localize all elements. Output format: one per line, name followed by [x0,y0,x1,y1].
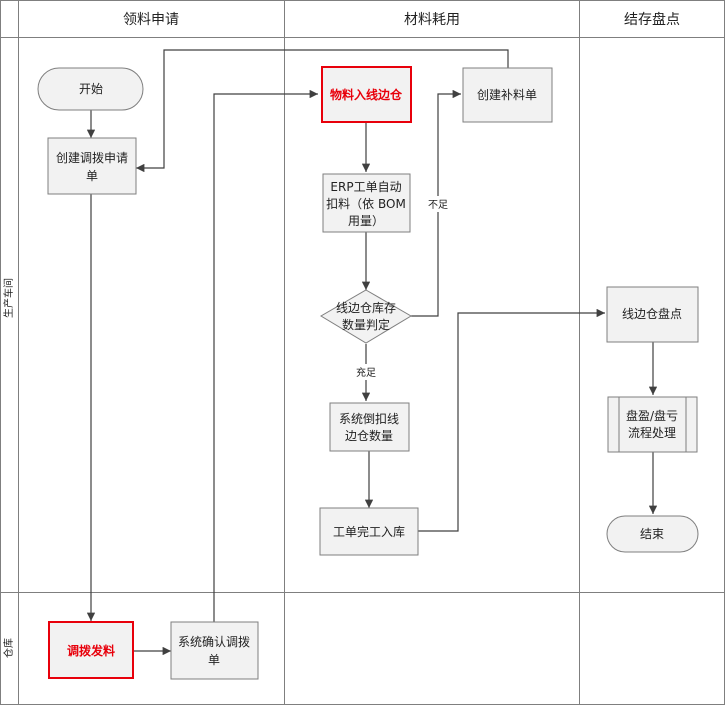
node-label-create-replenish: 创建补料单 [477,88,537,102]
flow-node-transfer-issue: 调拨发料 [48,621,134,679]
node-label-create-transfer-2: 单 [86,169,98,183]
edge-replenish-to-create [136,49,509,173]
node-label-confirm-transfer-2: 单 [208,653,220,667]
node-label-wo-complete: 工单完工入库 [333,524,405,539]
row-title-workshop: 生产车间 [2,278,15,318]
edge-confirm-to-into-line [213,89,318,622]
node-label-start: 开始 [79,82,103,96]
node-label-erp-3: 用量） [348,214,384,228]
lane-title-consume: 材料耗用 [404,12,460,28]
flow-node-wo-complete: 工单完工入库 [319,507,419,556]
flow-node-line-count: 线边仓盘点 [606,286,699,343]
node-label-gain-loss-1: 盘盈/盘亏 [626,408,678,423]
flow-node-backflush: 系统倒扣线 边仓数量 [329,402,410,452]
edge-label-insufficient: 不足 [428,199,448,211]
node-label-erp-2: 扣料（依 BOM [326,196,406,211]
flow-node-into-line-warehouse: 物料入线边仓 [321,66,412,123]
node-label-stock-check-1: 线边仓库存 [336,300,396,315]
row-title-warehouse: 仓库 [2,638,15,658]
edge-label-sufficient: 充足 [356,366,376,379]
flow-node-create-transfer: 创建调拨申请 单 [47,137,137,195]
node-label-into-line-warehouse: 物料入线边仓 [330,87,403,102]
node-label-erp-1: ERP工单自动 [330,180,401,194]
flow-node-start: 开始 [37,67,144,111]
flow-node-end: 结束 [606,515,699,553]
node-label-backflush-2: 边仓数量 [345,428,393,443]
node-label-line-count: 线边仓盘点 [622,306,682,321]
flow-node-stock-check: 线边仓库存 数量判定 [320,289,412,344]
node-label-transfer-issue: 调拨发料 [67,643,115,658]
flow-node-erp-auto-deduct: ERP工单自动 扣料（依 BOM 用量） [322,173,411,233]
node-label-gain-loss-2: 流程处理 [628,425,676,440]
lane-title-stock: 结存盘点 [624,11,680,28]
node-label-backflush-1: 系统倒扣线 [339,412,399,426]
edge-label-bg-sufficient [354,364,380,380]
node-label-stock-check-2: 数量判定 [342,317,390,332]
node-label-confirm-transfer-1: 系统确认调拨 [178,635,250,649]
lane-title-apply: 领料申请 [123,12,179,28]
edge-complete-to-count [418,308,605,532]
edge-label-bg-insufficient [424,196,452,212]
node-label-end: 结束 [640,527,664,541]
flow-node-create-replenish: 创建补料单 [462,67,553,123]
flow-node-confirm-transfer: 系统确认调拨 单 [170,621,259,680]
node-label-create-transfer-1: 创建调拨申请 [56,151,128,165]
flow-node-gain-loss: 盘盈/盘亏 流程处理 [607,396,698,453]
connectors [86,49,658,656]
